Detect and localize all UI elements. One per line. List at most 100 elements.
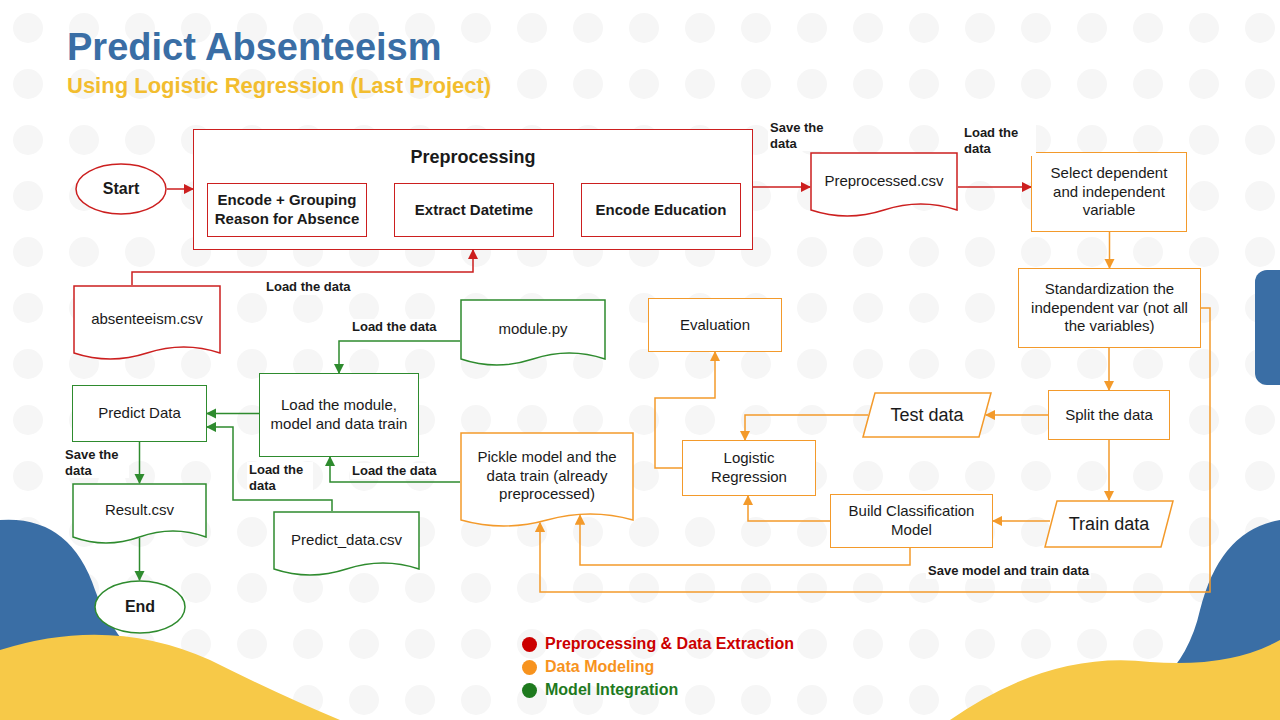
text-block: Test data <box>890 404 963 427</box>
connector <box>1109 232 1111 268</box>
start-terminal: Start <box>75 163 167 215</box>
node-text: Predict Data <box>98 404 181 423</box>
process-box: Load the module, model and data train <box>259 373 419 457</box>
connector <box>986 414 1048 416</box>
edge-label: Save model and train data <box>926 563 1091 579</box>
legend-item: Data Modeling <box>522 657 654 677</box>
process-box: Evaluation <box>648 298 782 352</box>
legend-item: Model Integration <box>522 680 678 700</box>
connector <box>753 186 810 188</box>
legend-text: Preprocessing & Data Extraction <box>545 634 794 654</box>
legend-text: Model Integration <box>545 680 678 700</box>
text-block: Extract Datetime <box>415 201 533 220</box>
node-text: Split the data <box>1065 406 1153 425</box>
connector <box>330 457 460 482</box>
process-box: Extract Datetime <box>394 183 554 237</box>
connector <box>339 341 460 373</box>
terminal-outline <box>76 164 166 214</box>
node-text: Encode + Grouping Reason for Absence <box>214 191 360 229</box>
legend-swatch <box>522 683 537 698</box>
side-tab <box>1255 270 1280 385</box>
edge-label: Load the data <box>264 279 353 295</box>
node-text: Train data <box>1069 513 1149 536</box>
data-file: Predict_data.csv <box>273 511 420 581</box>
text-block: module.py <box>498 320 567 339</box>
preprocessing-group: PreprocessingEncode + Grouping Reason fo… <box>193 129 753 250</box>
edge-label: Load the data <box>962 125 1036 156</box>
node-text: Build Classification Model <box>837 502 986 540</box>
edge-label: Save the data <box>768 120 838 151</box>
data-file: Preprocessed.csv <box>810 152 958 222</box>
process-box: Standardization the independent var (not… <box>1018 268 1201 348</box>
end-terminal: End <box>94 580 186 634</box>
data-parallelogram: Test data <box>862 392 992 438</box>
text-block: End <box>125 597 155 617</box>
text-block: Result.csv <box>105 501 174 520</box>
connector <box>1108 440 1110 500</box>
connector <box>167 188 193 190</box>
connector <box>1108 348 1110 390</box>
node-text: Encode Education <box>596 201 727 220</box>
node-text: Pickle model and the data train (already… <box>466 448 628 504</box>
legend-swatch <box>522 637 537 652</box>
edge-label: Load the data <box>247 462 313 493</box>
node-text: absenteeism.csv <box>91 310 203 329</box>
text-block: Preprocessed.csv <box>824 172 943 191</box>
node-text: Result.csv <box>105 501 174 520</box>
group-heading: Preprocessing <box>194 146 752 169</box>
data-file: absenteeism.csv <box>73 285 221 365</box>
node-text: Start <box>103 179 139 199</box>
node-text: Evaluation <box>680 316 750 335</box>
node-text: Extract Datetime <box>415 201 533 220</box>
text-block: absenteeism.csv <box>91 310 203 329</box>
wave <box>0 635 340 720</box>
process-box: Select dependent and independent variabl… <box>1031 152 1187 232</box>
parallelogram-outline <box>863 393 991 437</box>
node-text: Test data <box>890 404 963 427</box>
wave <box>950 640 1280 720</box>
text-block: Pickle model and the data train (already… <box>466 448 628 504</box>
text-block: Predict Data <box>98 404 181 423</box>
node-text: Standardization the independent var (not… <box>1025 280 1194 336</box>
connector <box>958 186 1031 188</box>
data-file: Pickle model and the data train (already… <box>460 432 634 532</box>
text-block: Select dependent and independent variabl… <box>1038 164 1180 220</box>
parallelogram-outline <box>1045 501 1173 547</box>
edge-label: Load the data <box>350 319 439 335</box>
text-block: Start <box>103 179 139 199</box>
node-text: Select dependent and independent variabl… <box>1038 164 1180 220</box>
process-box: Build Classification Model <box>830 494 993 548</box>
edge-label: Save the data <box>63 447 129 478</box>
document-outline <box>811 153 957 216</box>
connector <box>139 442 141 483</box>
process-box: Logistic Regression <box>682 440 816 496</box>
legend-swatch <box>522 660 537 675</box>
text-block: Split the data <box>1065 406 1153 425</box>
text-block: Train data <box>1069 513 1149 536</box>
data-file: module.py <box>460 299 606 371</box>
connector <box>139 538 141 580</box>
node-text: Preprocessed.csv <box>824 172 943 191</box>
node-text: Logistic Regression <box>689 449 809 487</box>
text-block: Encode Education <box>596 201 727 220</box>
node-text: Predict_data.csv <box>291 531 402 550</box>
text-block: Standardization the independent var (not… <box>1025 280 1194 336</box>
data-parallelogram: Train data <box>1044 500 1174 548</box>
data-file: Result.csv <box>72 483 207 549</box>
text-block: Encode + Grouping Reason for Absence <box>214 191 360 229</box>
document-outline <box>74 286 220 359</box>
document-outline <box>274 512 419 575</box>
text-block: Build Classification Model <box>837 502 986 540</box>
process-box: Split the data <box>1048 390 1170 440</box>
connector <box>207 413 259 415</box>
process-box: Encode Education <box>581 183 741 237</box>
document-outline <box>461 433 633 526</box>
text-block: Predict_data.csv <box>291 531 402 550</box>
document-outline <box>73 484 206 543</box>
connector <box>748 496 830 521</box>
text-block: Preprocessing <box>194 146 752 169</box>
text-block: Evaluation <box>680 316 750 335</box>
edge-label: Load the data <box>350 463 439 479</box>
subtitle: Using Logistic Regression (Last Project) <box>67 73 491 99</box>
